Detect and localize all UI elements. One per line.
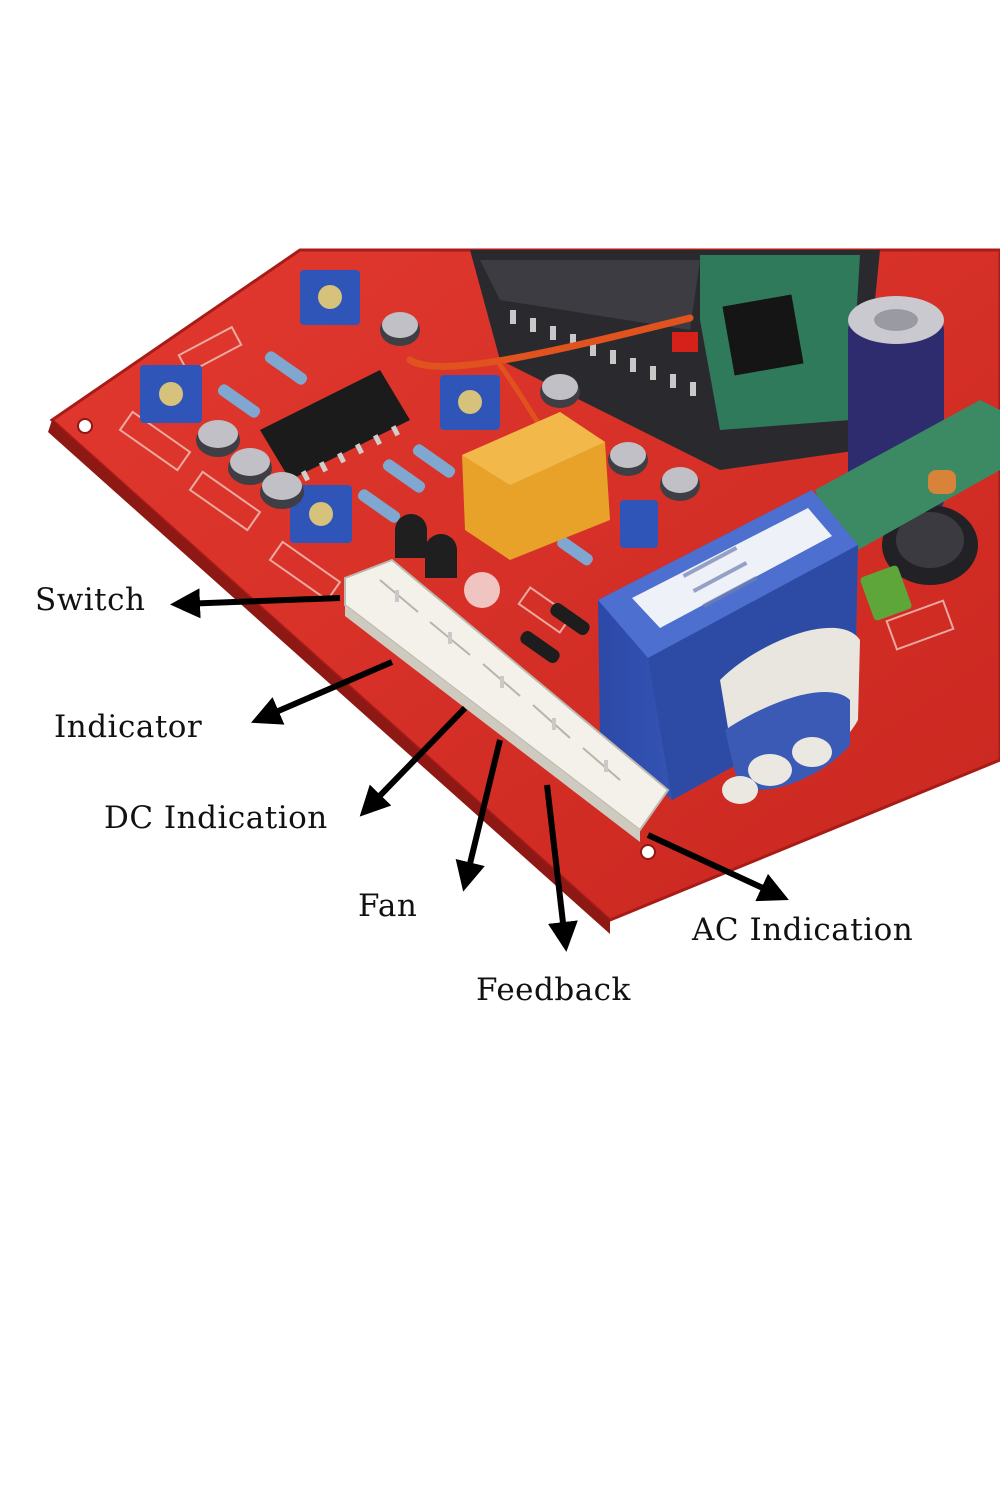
controller-module bbox=[470, 250, 880, 470]
mounting-hole bbox=[77, 418, 93, 434]
trimmer-potentiometers bbox=[140, 270, 658, 548]
silkscreen bbox=[118, 325, 955, 651]
arrow-fan bbox=[455, 739, 503, 892]
red-wire bbox=[406, 314, 694, 370]
label-indicator: Indicator bbox=[54, 709, 203, 745]
transistors bbox=[395, 514, 500, 608]
transformer bbox=[598, 490, 860, 804]
label-ac-indication: AC Indication bbox=[692, 912, 914, 948]
arrow-feedback bbox=[544, 784, 578, 952]
resistors bbox=[217, 351, 593, 566]
annotation-arrows bbox=[170, 588, 789, 952]
arrow-ac-indication bbox=[646, 832, 789, 902]
mounting-hole bbox=[640, 844, 656, 860]
diodes bbox=[520, 603, 590, 663]
label-switch: Switch bbox=[35, 582, 146, 618]
connector-strip bbox=[344, 558, 670, 842]
label-feedback: Feedback bbox=[476, 972, 631, 1008]
arrow-dc-indication bbox=[359, 705, 468, 817]
label-fan: Fan bbox=[358, 888, 418, 924]
film-capacitor bbox=[860, 565, 912, 621]
arrow-indicator bbox=[250, 659, 394, 725]
rf-module bbox=[815, 400, 1000, 560]
relay bbox=[462, 412, 610, 560]
arrow-switch bbox=[170, 588, 341, 619]
label-dc-indication: DC Indication bbox=[104, 800, 328, 836]
